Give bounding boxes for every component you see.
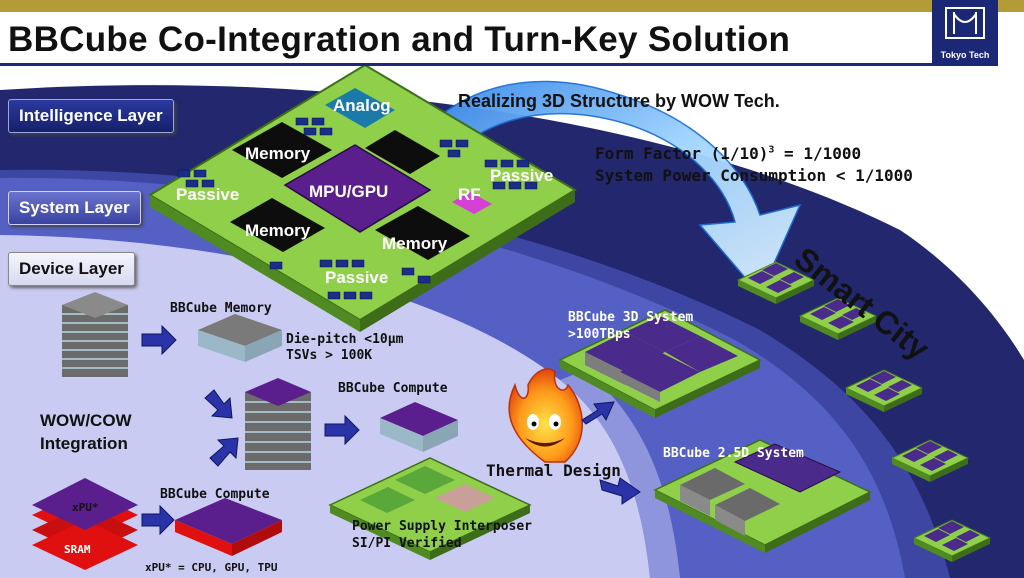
mpu-gpu-die: [283, 144, 432, 233]
xpu-footnote: xPU* = CPU, GPU, TPU: [145, 561, 278, 574]
system-layer-label: System Layer: [8, 191, 141, 225]
chip-label-memory-top: Memory: [245, 144, 311, 163]
chip-label-passive-left: Passive: [176, 185, 240, 204]
page-title: BBCube Co-Integration and Turn-Key Solut…: [8, 20, 791, 59]
arrow-diag-down: [209, 437, 239, 467]
chip-label-analog: Analog: [333, 96, 391, 115]
memory-stack-left: [62, 292, 128, 377]
chip-board: [148, 63, 577, 332]
flow-arrows: [141, 324, 641, 536]
university-emblem-icon: [945, 7, 985, 39]
chip-label-memory-right: Memory: [382, 234, 448, 253]
top-accent-bar: [0, 0, 1024, 12]
wow-cow-label-line1: WOW/COW: [40, 411, 132, 430]
bbcube-memory-block: [198, 314, 282, 362]
thermal-flame-icon: [508, 368, 583, 463]
arrow-bottom: [141, 504, 175, 536]
memory-die-left: [230, 198, 325, 252]
bbcube-2-5d-system-label: BBCube 2.5D System: [663, 446, 804, 461]
bbcube-3d-system-label: BBCube 3D System: [568, 310, 694, 325]
sram-label: SRAM: [64, 543, 91, 556]
intelligence-layer-label: Intelligence Layer: [8, 99, 174, 133]
bbcube-compute-block-bottom: [175, 498, 282, 556]
memory-die-top: [232, 122, 332, 178]
tsvs-text: TSVs > 100K: [286, 348, 373, 363]
arrow-compute: [324, 414, 360, 446]
chip-label-passive-right: Passive: [490, 166, 554, 185]
form-factor-text: Form Factor (1/10)3 = 1/1000: [595, 144, 862, 163]
device-layer-label: Device Layer: [8, 252, 135, 286]
chip-label-passive-bottom: Passive: [325, 268, 389, 287]
xpu-label: xPU*: [72, 501, 99, 514]
arrow-to-2-5d: [599, 477, 641, 505]
arrow-diag-up: [204, 389, 233, 419]
arrow-memory: [141, 324, 177, 356]
device-layer-band-edge: [560, 370, 680, 578]
bbcube-compute-bottom-label: BBCube Compute: [160, 487, 270, 502]
bbcube-compute-mid-label: BBCube Compute: [338, 381, 448, 396]
thermal-design-label: Thermal Design: [486, 461, 621, 480]
logo-text: Tokyo Tech: [940, 50, 990, 60]
rf-die: [452, 192, 492, 214]
wow-tech-caption: Realizing 3D Structure by WOW Tech.: [458, 91, 780, 111]
arrow-to-3d: [581, 401, 615, 425]
wow-arrow: [393, 80, 802, 297]
bbcube-memory-label: BBCube Memory: [170, 301, 272, 316]
power-supply-label-line2: SI/PI Verified: [352, 536, 462, 551]
title-underline: [0, 63, 960, 66]
black-die-top-right: [365, 130, 440, 174]
chip-label-rf: RF: [458, 185, 481, 204]
power-supply-label-line1: Power Supply Interposer: [352, 519, 533, 534]
chip-label-memory-left: Memory: [245, 221, 311, 240]
die-pitch-text: Die-pitch <10µm: [286, 332, 404, 347]
compute-stack-mid: [245, 378, 311, 470]
wow-cow-label-line2: Integration: [40, 434, 128, 453]
power-supply-interposer: [328, 457, 532, 560]
xpu-sram-stack: [32, 478, 138, 570]
analog-die: [325, 88, 395, 128]
bbcube-compute-block-mid: [380, 402, 458, 452]
power-consumption-text: System Power Consumption < 1/1000: [595, 166, 913, 185]
bbcube-3d-system: [558, 309, 762, 418]
bbcube-3d-bandwidth: >100TBps: [568, 327, 631, 342]
tokyo-tech-logo: Tokyo Tech: [932, 0, 998, 66]
bbcube-2-5d-system: [653, 439, 872, 553]
memory-die-right: [375, 206, 470, 260]
chip-label-mpu-gpu: MPU/GPU: [309, 182, 389, 201]
